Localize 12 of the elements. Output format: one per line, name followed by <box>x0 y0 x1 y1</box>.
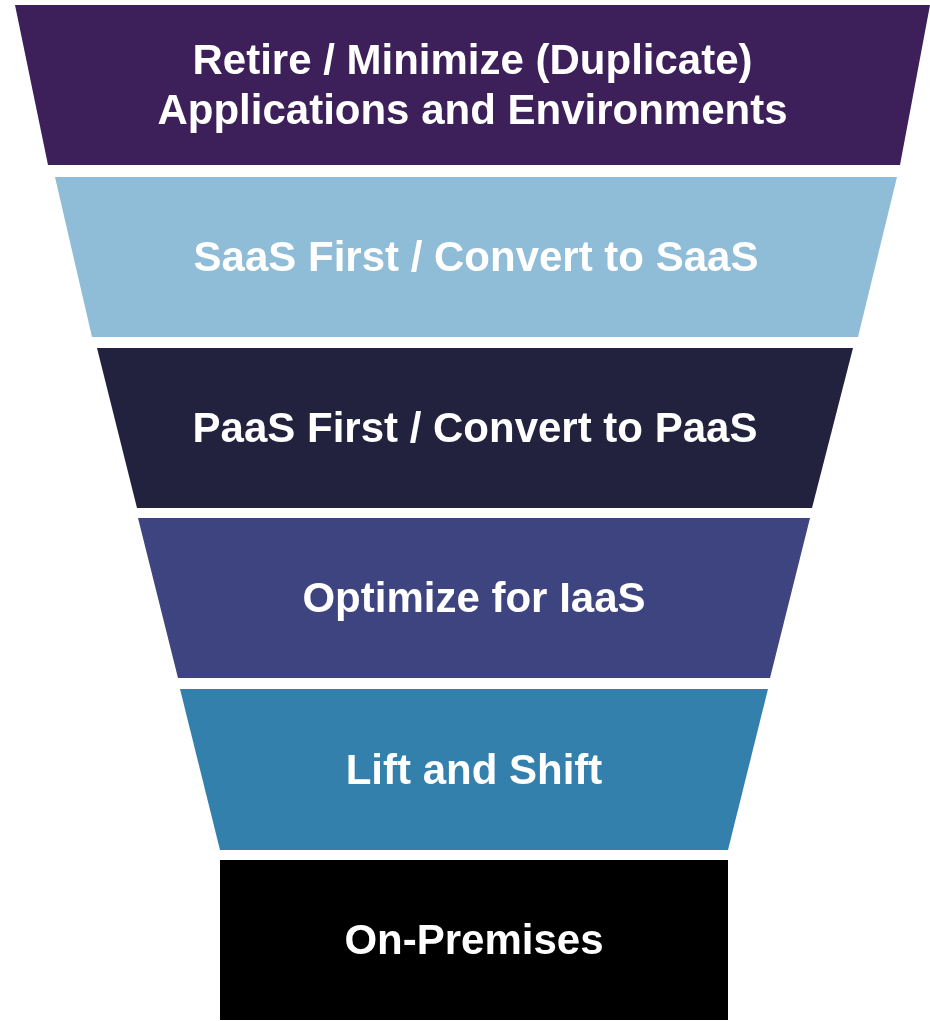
funnel-band <box>220 860 728 1020</box>
funnel-band <box>180 689 768 850</box>
stage-label: On-Premises <box>343 914 605 965</box>
stage-label: SaaS First / Convert to SaaS <box>192 231 760 282</box>
funnel-band <box>15 5 930 165</box>
stage-label: Lift and Shift <box>344 744 604 795</box>
stage-label: Retire / Minimize (Duplicate) Applications and Environments <box>156 34 789 135</box>
funnel-band <box>55 177 897 337</box>
funnel-band <box>138 518 810 678</box>
stage-label: PaaS First / Convert to PaaS <box>191 402 759 453</box>
stage-label: Optimize for IaaS <box>301 572 647 623</box>
funnel-band <box>97 348 853 508</box>
